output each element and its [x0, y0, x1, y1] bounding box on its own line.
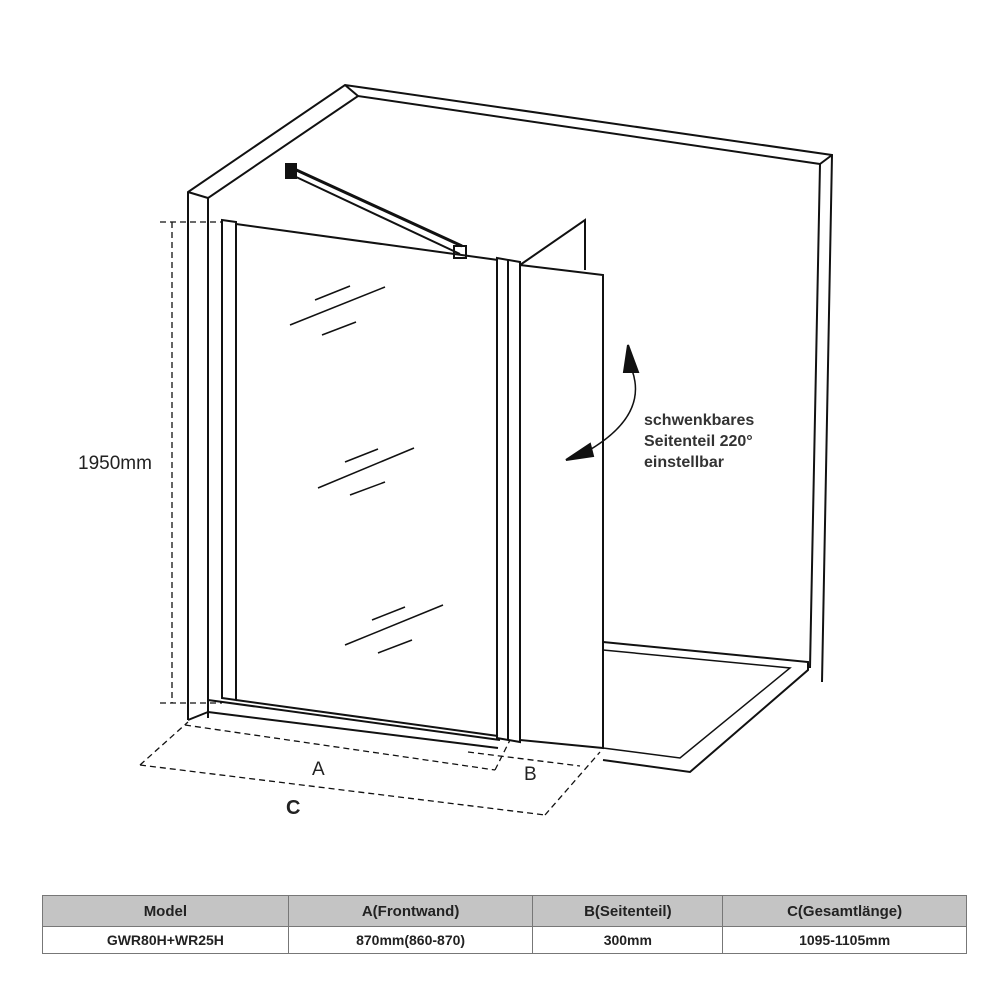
- dimension-lines: [139, 221, 601, 816]
- table-cell: 1095-1105mm: [722, 926, 967, 954]
- note-line: einstellbar: [644, 454, 725, 471]
- table-header-row: Model A(Frontwand) B(Seitenteil) C(Gesam…: [42, 895, 967, 927]
- hinge-profile: [496, 256, 521, 744]
- header-cell: A(Frontwand): [287, 895, 534, 927]
- spec-table: Model A(Frontwand) B(Seitenteil) C(Gesam…: [42, 895, 967, 954]
- dimension-b-label: B: [524, 764, 537, 785]
- header-cell: Model: [42, 895, 289, 927]
- swivel-note: schwenkbares Seitenteil 220° einstellbar: [644, 410, 754, 473]
- table-cell: GWR80H+WR25H: [42, 926, 289, 954]
- rotation-arrow-icon: [565, 344, 640, 461]
- back-side-piece: [519, 218, 586, 270]
- dimension-c-label: C: [286, 797, 301, 819]
- glass-reflection-lines: [289, 285, 444, 654]
- height-dimension-label: 1950mm: [78, 453, 152, 474]
- note-line: Seitenteil 220°: [644, 433, 753, 450]
- stabilizer-bar: [285, 163, 467, 259]
- floor-line: [207, 699, 501, 741]
- swivel-side-panel: [519, 263, 604, 750]
- table-cell: 300mm: [532, 926, 724, 954]
- dimension-a-label: A: [312, 759, 325, 780]
- shower-tray: [602, 641, 809, 774]
- header-cell: B(Seitenteil): [532, 895, 724, 927]
- wall-outline: [187, 83, 834, 721]
- table-cell: 870mm(860-870): [287, 926, 534, 954]
- header-cell: C(Gesamtlänge): [722, 895, 967, 927]
- note-line: schwenkbares: [644, 412, 755, 429]
- table-row: GWR80H+WR25H 870mm(860-870) 300mm 1095-1…: [42, 926, 967, 954]
